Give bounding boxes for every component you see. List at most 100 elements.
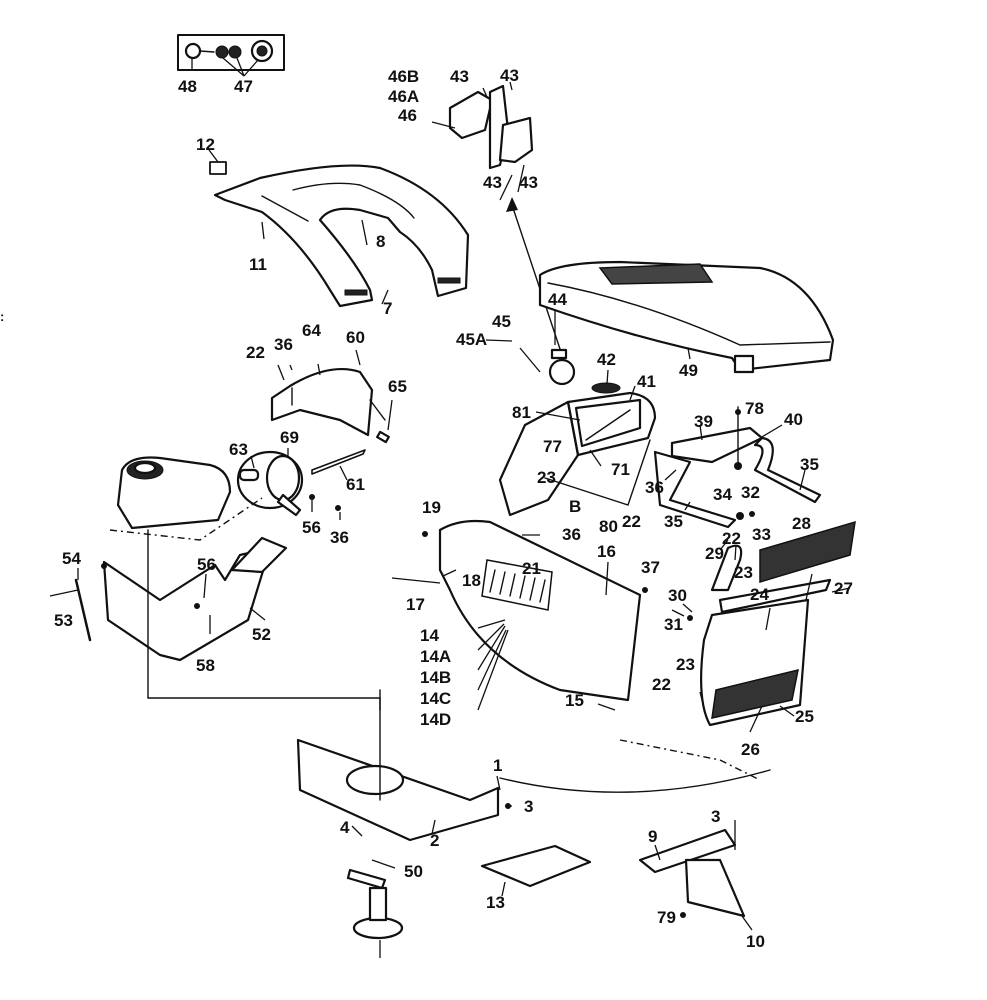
callout-63: 63: [229, 440, 248, 459]
callout-61: 61: [346, 475, 365, 494]
callout-23: 23: [676, 655, 695, 674]
engine: [109, 456, 263, 541]
callout-12: 12: [196, 135, 215, 154]
callout-53: 53: [54, 611, 73, 630]
callout-80: 80: [599, 517, 618, 536]
callout-45a: 45A: [456, 330, 487, 349]
callout-65: 65: [388, 377, 407, 396]
callout-43: 43: [500, 66, 519, 85]
callout-43: 43: [483, 173, 502, 192]
callout-1: 1: [493, 756, 502, 775]
side-skirt: [49, 529, 381, 711]
callout-29: 29: [705, 544, 724, 563]
mounting-brackets: [638, 820, 753, 931]
callout-22: 22: [652, 675, 671, 694]
callout-15: 15: [565, 691, 584, 710]
hood-hinge-assembly: [431, 81, 564, 359]
callout-48: 48: [178, 77, 197, 96]
callout-64: 64: [302, 321, 321, 340]
edge-mark: :: [0, 309, 4, 324]
callout-37: 37: [641, 558, 660, 577]
callout-40: 40: [784, 410, 803, 429]
callout-7: 7: [383, 299, 392, 318]
floor-plate: [480, 844, 592, 897]
callout-44: 44: [548, 290, 567, 309]
callout-b: B: [569, 497, 581, 516]
callout-60: 60: [346, 328, 365, 347]
callout-22: 22: [722, 529, 741, 548]
callout-31: 31: [664, 615, 683, 634]
grille-assembly: [619, 520, 856, 781]
callout-36: 36: [645, 478, 664, 497]
chassis-frame: [296, 689, 512, 842]
callout-36: 36: [562, 525, 581, 544]
callout-43: 43: [519, 173, 538, 192]
callout-39: 39: [694, 412, 713, 431]
dash-panel: [498, 385, 657, 517]
callout-16: 16: [597, 542, 616, 561]
callout-14: 14: [420, 626, 439, 645]
callout-22: 22: [622, 512, 641, 531]
callout-3: 3: [711, 807, 720, 826]
callout-69: 69: [280, 428, 299, 447]
callout-36: 36: [330, 528, 349, 547]
callout-47: 47: [234, 77, 253, 96]
callout-14d: 14D: [420, 710, 451, 729]
callout-56: 56: [197, 555, 216, 574]
ignition-key-set: [177, 34, 285, 77]
callout-17: 17: [406, 595, 425, 614]
steering-support-bracket: [653, 406, 822, 529]
callout-58: 58: [196, 656, 215, 675]
callout-35: 35: [664, 512, 683, 531]
callout-27: 27: [834, 579, 853, 598]
callout-18: 18: [462, 571, 481, 590]
callout-11: 11: [249, 255, 267, 274]
callout-42: 42: [597, 350, 616, 369]
electric-clutch: [236, 448, 366, 520]
callout-4: 4: [340, 818, 350, 837]
callout-14a: 14A: [420, 647, 451, 666]
callout-52: 52: [252, 625, 271, 644]
callout-46a: 46A: [388, 87, 419, 106]
callout-71: 71: [611, 460, 630, 479]
callout-46: 46: [398, 106, 417, 125]
callout-14b: 14B: [420, 668, 451, 687]
callout-33: 33: [752, 525, 771, 544]
callout-25: 25: [795, 707, 814, 726]
callout-41: 41: [637, 372, 656, 391]
callout-79: 79: [657, 908, 676, 927]
callout-77: 77: [543, 437, 562, 456]
hood-latch: [485, 310, 621, 394]
callout-78: 78: [745, 399, 764, 418]
callout-43: 43: [450, 67, 469, 86]
callout-14c: 14C: [420, 689, 451, 708]
callout-32: 32: [741, 483, 760, 502]
callout-34: 34: [713, 485, 732, 504]
callout-24: 24: [750, 585, 769, 604]
callout-9: 9: [648, 827, 657, 846]
callout-22: 22: [246, 343, 265, 362]
callout-21: 21: [522, 559, 541, 578]
callout-54: 54: [62, 549, 81, 568]
callout-8: 8: [376, 232, 385, 251]
callout-30: 30: [668, 586, 687, 605]
callout-13: 13: [486, 893, 505, 912]
rear-fender: [208, 149, 470, 308]
belt-guard: [270, 349, 393, 444]
dashboard-front-panel: [391, 519, 648, 711]
callout-50: 50: [404, 862, 423, 881]
callout-23: 23: [537, 468, 556, 487]
callout-23: 23: [734, 563, 753, 582]
callout-36: 36: [274, 335, 293, 354]
hood: [538, 260, 835, 374]
callout-3: 3: [524, 797, 533, 816]
callout-46b: 46B: [388, 67, 419, 86]
callout-35: 35: [800, 455, 819, 474]
callout-81: 81: [512, 403, 531, 422]
callout-10: 10: [746, 932, 765, 951]
pulley-and-idler: [346, 859, 404, 958]
callout-56: 56: [302, 518, 321, 537]
body-outline: [499, 769, 771, 793]
